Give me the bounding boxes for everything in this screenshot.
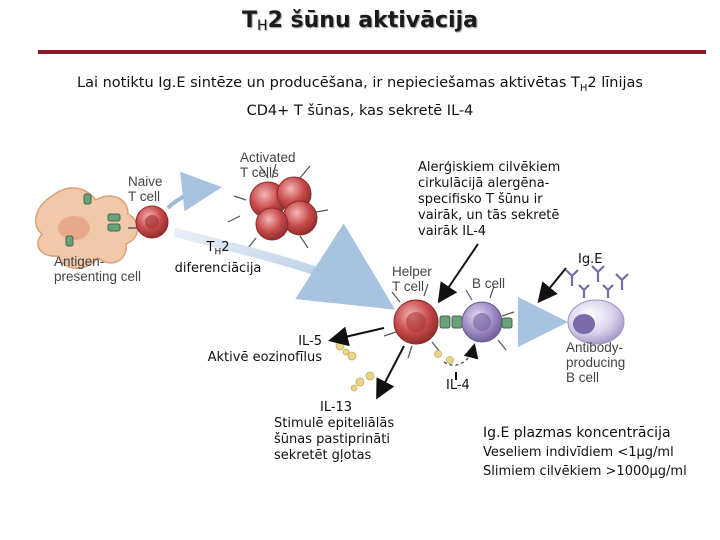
allergic-arrow xyxy=(437,243,479,304)
antibody-producing-b-cell xyxy=(567,299,625,345)
page-title: TH2 šūnu aktivācija xyxy=(242,8,478,34)
cytokine-dots xyxy=(335,341,454,392)
allergic-note: Alerģiskiem cilvēkiem cirkulācijā alergē… xyxy=(418,160,561,239)
il13-note: IL-13 Stimulē epiteliālās šūnas pastipri… xyxy=(274,400,395,463)
intro-text: Lai notiktu Ig.E sintēze un producēšana,… xyxy=(77,75,643,119)
th2-differentiation-label: TH2 diferenciācija xyxy=(174,240,262,276)
ige-arrow xyxy=(537,267,567,304)
il4-dashed-arrow xyxy=(443,343,479,366)
b-cell-receptor-icon xyxy=(501,317,513,329)
il5-note: IL-5 Aktivē eozinofīlus xyxy=(207,334,322,365)
title-divider xyxy=(38,50,706,54)
receptor-complex-icon xyxy=(439,315,463,329)
b-cell-label: B cell xyxy=(472,276,506,291)
th2-differentiation-arrow xyxy=(172,223,396,310)
apc-nucleus xyxy=(58,216,90,240)
activation-arrow xyxy=(166,171,222,212)
antibody-icons xyxy=(565,265,629,298)
il13-arrow xyxy=(376,345,405,400)
antigen-presenting-cell-label: Antigen-presenting cell xyxy=(54,254,142,284)
helper-t-cell xyxy=(383,283,441,359)
mhc-receptor-icon xyxy=(65,193,121,247)
il4-label: IL-4 xyxy=(446,378,470,393)
il5-arrow xyxy=(328,326,385,347)
ige-concentration-note: Ig.E plazmas koncentrācija Veseliem indi… xyxy=(483,425,687,479)
ige-label: Ig.E xyxy=(578,252,603,267)
b-cell xyxy=(461,285,515,351)
